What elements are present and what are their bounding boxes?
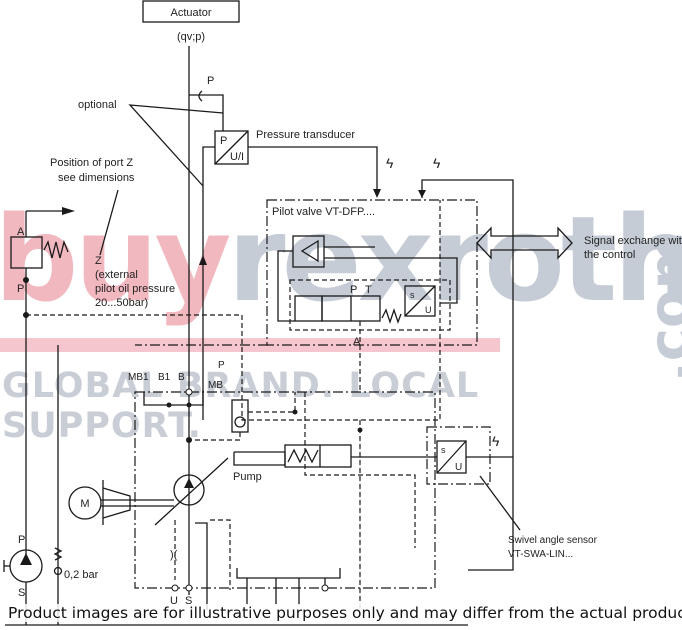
disclaimer-caption: Product images are for illustrative purp… [8,604,682,622]
pressure-transducer-label: Pressure transducer [256,129,355,141]
pump-housing-box [134,391,436,589]
port-p-label: P [207,75,214,87]
valve-a: A [17,226,25,238]
swivel-sensor-box [426,426,491,485]
actuator-label: Actuator [171,7,212,19]
pilot-p: P [350,284,357,296]
port-b1: B1 [158,372,171,383]
swivel-label-1: Swivel angle sensor [508,535,598,546]
stroking-cylinder-icon [284,444,352,468]
optional-label: optional [78,99,117,111]
svg-text:ϟ: ϟ [433,155,441,171]
signal-label-1: Signal exchange with [584,235,682,247]
motor-icon [68,486,102,520]
pilot-valve-box [266,199,478,346]
actuator-box [142,0,240,23]
pump-label: Pump [233,471,262,483]
svg-text:)(: )( [170,549,178,561]
svg-text:ϟ: ϟ [492,433,500,449]
reducing-valve-icon [10,236,43,269]
pilot-t: T [365,284,372,296]
motor-label: M [80,498,89,510]
z-desc-2: pilot oil pressure [95,283,175,295]
valve-p: P [17,283,24,295]
svg-text:s: s [410,290,415,300]
port-z: Z [95,255,102,267]
check-valve-pressure: 0,2 bar [64,569,99,581]
boost-p: P [18,534,25,546]
pump-icon [173,474,205,506]
transducer-ui: U/I [230,151,244,163]
port-mb: MB [208,380,223,391]
pilot-sensor-u: U [425,305,432,315]
z-desc-1: (external [95,269,138,281]
svg-text:s: s [441,445,446,455]
port-z-label-1: Position of port Z [50,157,133,169]
svg-text:ϟ: ϟ [386,155,394,171]
swivel-label-2: VT-SWA-LIN... [508,549,573,560]
amplifier-icon [292,235,325,268]
pilot-a: A [353,336,361,348]
flow-label: (qv;p) [177,31,205,43]
position-sensor-icon [404,285,436,317]
port-u: U [170,595,178,607]
port-s: S [185,595,192,607]
port-b: B [178,372,185,383]
port-p2: P [218,360,225,371]
pilot-valve-label: Pilot valve VT-DFP.... [272,206,375,218]
check-valve-icon [53,566,63,576]
boost-s: S [18,587,25,599]
port-mb1: MB1 [128,372,149,383]
port-z-label-2: see dimensions [58,172,135,184]
transducer-p: P [220,135,227,147]
signal-exchange-arrow [476,226,573,260]
z-desc-3: 20...50bar) [95,297,148,309]
swivel-u: U [455,462,462,473]
signal-label-2: the control [584,249,635,261]
